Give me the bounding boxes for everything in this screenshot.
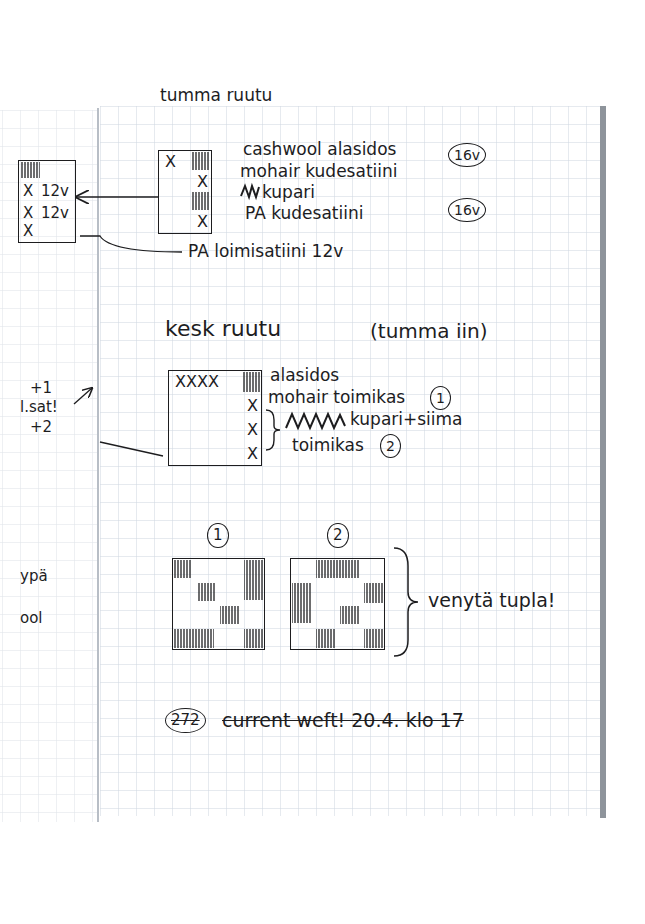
arrow-connector [76, 196, 158, 198]
hatched-cell [244, 629, 263, 648]
heading-note: (tumma iin) [370, 320, 488, 343]
hatched-cell [340, 606, 360, 624]
grid-mark: X [165, 153, 176, 171]
circled-note: 272 [165, 708, 206, 733]
heading-note: tumma ruutu [160, 86, 272, 106]
margin-note: ool [20, 610, 43, 627]
grid-mark: X [197, 213, 208, 231]
circled-note: 16v [448, 198, 486, 222]
left-page [0, 110, 98, 822]
grid-mark: X [247, 397, 258, 415]
instruction-note: venytä tupla! [428, 590, 555, 612]
weave-grid: XXXXXXX [168, 370, 262, 466]
margin-note: l.sat! [20, 399, 58, 416]
yarn-note: alasidos [270, 366, 339, 386]
yarn-note: mohair kudesatiini [240, 162, 398, 182]
yarn-note: kupari+siima [350, 410, 463, 430]
weave-grid: X12vX12vX [18, 160, 76, 243]
callout-number: 1 [430, 386, 451, 410]
hatched-cell [316, 629, 336, 648]
yarn-note: toimikas [292, 436, 364, 456]
grid-mark: 12v [41, 205, 69, 222]
hatched-cell [197, 583, 215, 601]
pattern-square: 1 [172, 558, 265, 650]
hatched-cell [191, 152, 209, 170]
grid-paper [100, 106, 600, 816]
yarn-note: kupari [262, 183, 315, 203]
circled-note: 16v [448, 143, 486, 167]
grid-mark: XXXX [175, 373, 219, 391]
page-fold [97, 108, 99, 822]
grid-mark: X [23, 223, 33, 240]
leader-arrow [74, 388, 92, 404]
brace [266, 410, 280, 450]
yarn-note: PA kudesatiini [245, 204, 363, 224]
struck-note: current weft! 20.4. klo 17 [222, 710, 464, 732]
grid-mark: X [23, 205, 33, 222]
grid-mark: X [247, 445, 258, 463]
callout-number: 2 [327, 523, 349, 548]
hatched-cell [174, 560, 192, 578]
margin-note: +1 [30, 380, 52, 397]
hatched-cell [174, 629, 214, 648]
callout-number: 1 [207, 523, 229, 548]
pattern-square: 2 [290, 558, 385, 650]
hatched-cell [244, 560, 263, 600]
yarn-note: cashwool alasidos [243, 140, 396, 160]
weave-grid: X X X [158, 150, 212, 234]
margin-note: +2 [30, 419, 52, 436]
scribble [241, 186, 259, 197]
hatched-cell [316, 560, 360, 578]
hatched-cell [364, 629, 383, 648]
leader-line [80, 236, 182, 252]
hatched-cell [292, 583, 312, 623]
warp-note: PA loimisatiini 12v [188, 242, 343, 262]
scribble [286, 414, 345, 428]
callout-number: 2 [380, 434, 401, 458]
brace [394, 548, 418, 656]
hatched-cell [243, 372, 260, 392]
hatched-cell [364, 583, 383, 603]
hatched-cell [220, 606, 239, 624]
yarn-note: mohair toimikas [268, 388, 405, 408]
hatched-cell [191, 192, 209, 210]
grid-mark: X [247, 421, 258, 439]
heading-note: kesk ruutu [165, 316, 281, 341]
hatched-cell [20, 162, 40, 178]
margin-note: ypä [20, 568, 48, 585]
leader-line [100, 442, 163, 456]
grid-mark: X [197, 173, 208, 191]
grid-mark: 12v [41, 183, 69, 200]
page-edge-shadow [600, 106, 606, 818]
grid-mark: X [23, 183, 33, 200]
